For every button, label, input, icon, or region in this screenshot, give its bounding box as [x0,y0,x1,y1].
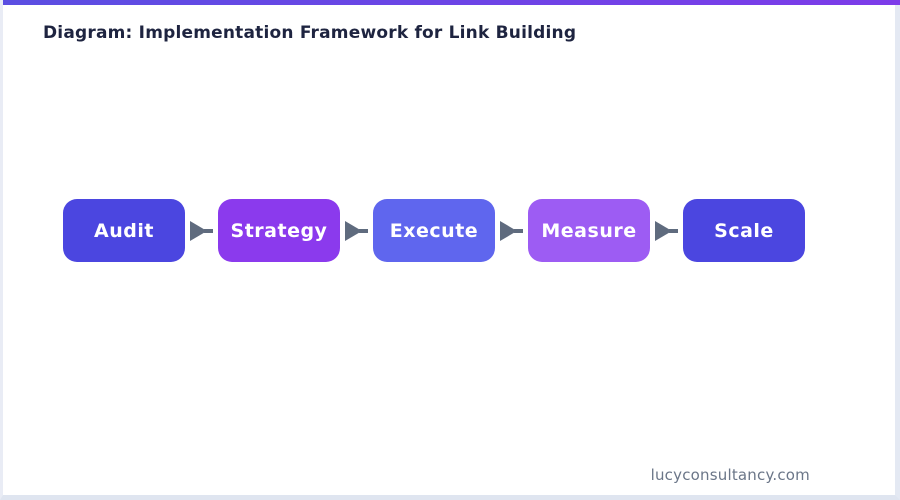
arrow-slot [650,218,683,244]
arrow-right-icon [499,220,523,241]
flow-step-label: Strategy [230,219,328,242]
flow-step-label: Measure [541,219,637,242]
flow-step: Scale [683,199,805,262]
flow-step-label: Scale [714,219,774,242]
flow-step-label: Audit [94,219,154,242]
top-accent-bar [3,0,900,5]
flow-step: Measure [528,199,650,262]
arrow-slot [340,218,373,244]
flow-diagram: Audit Strategy Execute Measure S [63,199,805,262]
flow-step: Audit [63,199,185,262]
footer-domain: lucyconsultancy.com [650,466,810,484]
page-title: Diagram: Implementation Framework for Li… [43,23,577,43]
arrow-slot [185,218,218,244]
flow-step-label: Execute [389,219,479,242]
arrow-right-icon [654,220,678,241]
arrow-slot [495,218,528,244]
flow-step: Strategy [218,199,340,262]
arrow-right-icon [344,220,368,241]
arrow-right-icon [189,220,213,241]
flow-step: Execute [373,199,495,262]
